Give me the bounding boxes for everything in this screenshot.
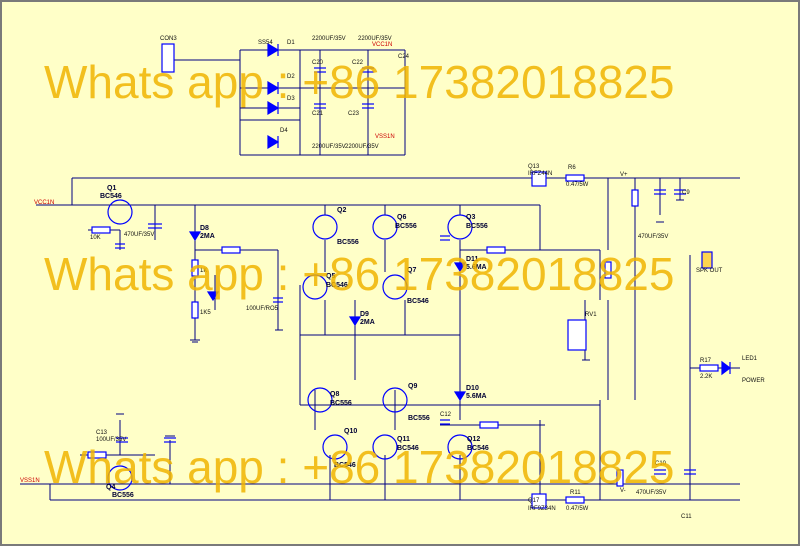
q7-label: Q7 bbox=[407, 267, 416, 274]
r4-val: 1K5 bbox=[200, 310, 211, 316]
c470-label: 470UF/35V bbox=[124, 232, 154, 238]
c11-label: C11 bbox=[681, 514, 692, 520]
r11-val: 0.47/5W bbox=[566, 506, 589, 512]
spk-label: SPK OUT bbox=[696, 268, 723, 274]
watermark-top: Whats app : +86 17382018825 bbox=[44, 56, 674, 108]
d11-label: D11 bbox=[466, 256, 479, 263]
vss1n-top-label: VSS1N bbox=[375, 134, 395, 140]
watermark-bottom: Whats app : +86 17382018825 bbox=[44, 441, 674, 493]
cap-bottom-label: 2200UF/35V bbox=[312, 144, 346, 150]
ground-symbols bbox=[116, 199, 684, 437]
d3-label: D3 bbox=[287, 96, 295, 102]
c21-label: C21 bbox=[312, 111, 324, 117]
component-labels: CON3 SS54 D1 D2 D3 D4 2200UF/35V 2200UF/… bbox=[20, 36, 765, 520]
c24-label: C24 bbox=[398, 54, 410, 60]
q2-type: BC556 bbox=[337, 239, 359, 246]
q9-type: BC556 bbox=[408, 415, 430, 422]
q12-label: Q12 bbox=[467, 436, 480, 443]
c13-label: C13 bbox=[96, 430, 108, 436]
vss1n-label: VSS1N bbox=[20, 478, 40, 484]
q8-type: BC556 bbox=[330, 400, 352, 407]
q17-type: IRF9Z34N bbox=[528, 506, 556, 512]
d4-label: D4 bbox=[280, 128, 288, 134]
r1-val: 10K bbox=[90, 235, 101, 241]
q3-label: Q3 bbox=[466, 214, 475, 221]
c-bot-val: 470UF/35V bbox=[636, 490, 666, 496]
d9-label: D9 bbox=[360, 311, 369, 318]
cap-bottom2-label: 2200UF/35V bbox=[345, 144, 379, 150]
d11-val: 5.6MA bbox=[466, 264, 487, 271]
cap-top2-label: 2200UF/35V bbox=[358, 36, 392, 42]
q17-label: Q17 bbox=[528, 498, 540, 504]
q13-type: IRFZ44N bbox=[528, 171, 552, 177]
r6-val: 0.47/5W bbox=[566, 182, 589, 188]
con1-label: CON3 bbox=[160, 36, 177, 42]
q9-label: Q9 bbox=[408, 383, 417, 390]
q8-label: Q8 bbox=[330, 391, 339, 398]
watermark-middle: Whats app : +86 17382018825 bbox=[44, 248, 674, 300]
q13-label: Q13 bbox=[528, 164, 540, 170]
q1-label: Q1 bbox=[107, 185, 116, 192]
c10-label: C10 bbox=[655, 461, 667, 467]
components bbox=[87, 42, 731, 509]
d9-val: 2MA bbox=[360, 319, 375, 326]
c20-label: C20 bbox=[312, 60, 324, 66]
q7-type: BC546 bbox=[407, 298, 429, 305]
q6-type: BC556 bbox=[395, 223, 417, 230]
d8-label: D8 bbox=[200, 225, 209, 232]
c23-label: C23 bbox=[348, 111, 360, 117]
vcc1n-label: VCC1N bbox=[34, 200, 54, 206]
c100-label: 100UF/RO5 bbox=[246, 306, 279, 312]
d2-label: D2 bbox=[287, 74, 295, 80]
r11-label: R11 bbox=[570, 490, 581, 496]
q11-type: BC546 bbox=[397, 445, 419, 452]
q10-type: BC546 bbox=[334, 462, 356, 469]
sss4-label: SS54 bbox=[258, 40, 273, 46]
c22-label: C22 bbox=[352, 60, 364, 66]
d10-label: D10 bbox=[466, 385, 479, 392]
vcc1n-top-label: VCC1N bbox=[372, 42, 392, 48]
q11-label: Q11 bbox=[397, 436, 410, 443]
r6-label: R6 bbox=[568, 165, 576, 171]
c9-label: C9 bbox=[682, 190, 690, 196]
rv1-label: RV1 bbox=[585, 312, 597, 318]
q12-type: BC546 bbox=[467, 445, 489, 452]
d8-val: 2MA bbox=[200, 233, 215, 240]
q4b-type: BC556 bbox=[112, 492, 134, 499]
q3-type: BC556 bbox=[466, 223, 488, 230]
r17-label: R17 bbox=[700, 358, 712, 364]
r17-val: 2.2K bbox=[700, 374, 712, 380]
c12-label: C12 bbox=[440, 412, 452, 418]
vplus-label: V+ bbox=[620, 172, 628, 178]
c8-val: 470UF/35V bbox=[638, 234, 668, 240]
c13-val: 100UF/35V bbox=[96, 437, 126, 443]
q2-label: Q2 bbox=[337, 207, 346, 214]
q5-type: BC546 bbox=[326, 282, 348, 289]
q1-type: BC546 bbox=[100, 193, 122, 200]
vminus-label: V- bbox=[620, 488, 626, 494]
d10-val: 5.6MA bbox=[466, 393, 487, 400]
q4b-label: Q4 bbox=[106, 484, 115, 491]
q10-label: Q10 bbox=[344, 428, 357, 435]
cap-top-label: 2200UF/35V bbox=[312, 36, 346, 42]
power-label: POWER bbox=[742, 378, 765, 384]
watermarks: Whats app : +86 17382018825 Whats app : … bbox=[44, 56, 674, 493]
q6-label: Q6 bbox=[397, 214, 406, 221]
d1-label: D1 bbox=[287, 40, 295, 46]
r2-val: 1K bbox=[200, 268, 207, 274]
q5-label: Q5 bbox=[326, 273, 335, 280]
led1-label: LED1 bbox=[742, 356, 758, 362]
